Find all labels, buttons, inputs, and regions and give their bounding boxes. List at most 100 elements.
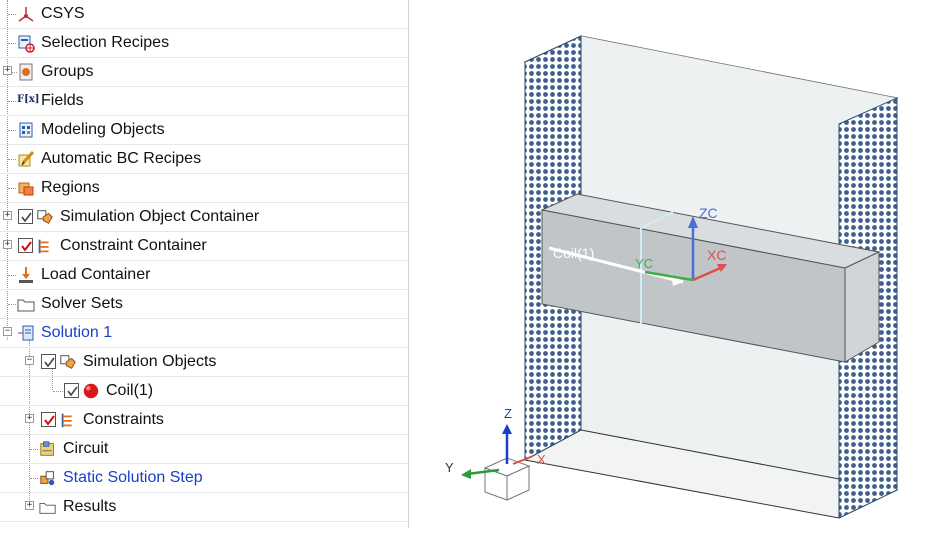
tree-item-groups[interactable]: + Groups <box>0 58 408 87</box>
yc-label: YC <box>635 256 653 271</box>
tree-connector <box>12 72 17 73</box>
tree-item-label: CSYS <box>41 5 85 22</box>
tree-item-label: Coil(1) <box>106 382 154 399</box>
coil-label: Coil(1) <box>553 245 594 261</box>
tree-item-label: Solution 1 <box>41 324 113 341</box>
tree-connector <box>8 188 16 189</box>
tree-item-label: Constraint Container <box>60 237 207 254</box>
tree-item-selection-recipes[interactable]: Selection Recipes <box>0 29 408 58</box>
simulation-object-icon <box>37 210 53 224</box>
tree-item-label: Regions <box>41 179 100 196</box>
csys-icon <box>18 7 34 22</box>
z-arrow-head <box>502 424 512 434</box>
tree-item-label: Simulation Objects <box>83 353 217 370</box>
tree-connector <box>8 43 16 44</box>
tree-item-solver-sets[interactable]: Solver Sets <box>0 290 408 319</box>
regions-icon <box>18 182 34 196</box>
collapse-minus-icon[interactable]: − <box>25 355 34 365</box>
zc-arrow-head <box>688 216 698 228</box>
tree-item-load-container[interactable]: Load Container <box>0 261 408 290</box>
modeling-objects-icon <box>19 122 33 138</box>
collapse-minus-icon[interactable]: − <box>3 326 12 336</box>
tree-guide-line <box>29 340 30 508</box>
tree-item-modeling-objects[interactable]: Modeling Objects <box>0 116 408 145</box>
expand-plus-icon[interactable]: + <box>3 210 12 220</box>
tree-item-label: Groups <box>41 63 94 80</box>
coil-bar-end <box>844 251 880 363</box>
folder-icon <box>17 299 35 312</box>
tree-guide-line <box>7 0 8 340</box>
solution-icon <box>18 325 34 341</box>
tree-item-label: Selection Recipes <box>41 34 170 51</box>
simulation-object-icon <box>60 355 76 369</box>
yc-axis <box>644 270 694 282</box>
circuit-icon <box>40 441 54 456</box>
visibility-checkbox[interactable] <box>41 354 56 369</box>
tree-item-solution-1[interactable]: − Solution 1 <box>0 319 408 348</box>
bc-recipe-pencil-icon <box>18 150 35 167</box>
z-label: Z <box>504 406 512 421</box>
tree-item-label: Static Solution Step <box>63 469 203 486</box>
tree-item-constraints[interactable]: + Constraints <box>0 406 408 435</box>
x-label: X <box>537 452 546 467</box>
coil-red-sphere-icon <box>83 383 99 399</box>
coil-direction-arrow <box>548 246 684 284</box>
tree-item-csys[interactable]: CSYS <box>0 0 408 29</box>
zc-label: ZC <box>699 205 718 221</box>
tree-item-simulation-object-container[interactable]: + Simulation Object Container <box>0 203 408 232</box>
y-label: Y <box>445 460 454 475</box>
solution-step-icon <box>40 471 55 486</box>
tree-connector <box>30 478 38 479</box>
triad-cube-side <box>506 465 530 501</box>
expand-plus-icon[interactable]: + <box>25 500 34 510</box>
tree-item-label: Automatic BC Recipes <box>41 150 202 167</box>
tree-connector <box>30 449 38 450</box>
tree-item-automatic-bc-recipes[interactable]: Automatic BC Recipes <box>0 145 408 174</box>
selection-recipe-icon <box>18 35 35 53</box>
expand-plus-icon[interactable]: + <box>3 65 12 75</box>
tree-connector <box>8 304 16 305</box>
tree-item-label: Results <box>63 498 117 515</box>
xc-arrow-head <box>717 264 727 272</box>
load-arrow-icon <box>19 267 33 283</box>
section-line <box>640 211 674 229</box>
tree-item-circuit[interactable]: Circuit <box>0 435 408 464</box>
tree-item-label: Constraints <box>83 411 164 428</box>
tree-connector <box>8 275 16 276</box>
tree-item-results[interactable]: + Results <box>0 493 408 522</box>
tree-item-fields[interactable]: F[x] Fields <box>0 87 408 116</box>
y-axis <box>466 468 500 476</box>
tree-connector <box>8 14 16 15</box>
tree-item-simulation-objects[interactable]: − Simulation Objects <box>0 348 408 377</box>
x-axis <box>512 455 534 465</box>
expand-plus-icon[interactable]: + <box>25 413 34 423</box>
folder-icon <box>39 502 56 514</box>
tree-item-label: Simulation Object Container <box>60 208 260 225</box>
xc-label: XC <box>707 247 726 263</box>
constraint-icon <box>38 239 49 254</box>
visibility-checkbox[interactable] <box>41 412 56 427</box>
tree-item-label: Solver Sets <box>41 295 123 312</box>
tree-guide-line <box>52 368 53 390</box>
tree-item-label: Circuit <box>63 440 109 457</box>
expand-plus-icon[interactable]: + <box>3 239 12 249</box>
tree-connector <box>8 159 16 160</box>
tree-item-constraint-container[interactable]: + Constraint Container <box>0 232 408 261</box>
visibility-checkbox[interactable] <box>18 209 33 224</box>
tree-item-label: Modeling Objects <box>41 121 165 138</box>
tree-item-static-solution-step[interactable]: Static Solution Step <box>0 464 408 493</box>
visibility-checkbox[interactable] <box>64 383 79 398</box>
model-view[interactable]: Coil(1) ZC XC YC Z Y X <box>409 0 945 528</box>
tree-connector <box>8 101 16 102</box>
tree-item-coil-1[interactable]: Coil(1) <box>0 377 408 406</box>
tree-connector <box>8 130 16 131</box>
simulation-navigator-tree: CSYS Selection Recipes + Groups F[x] Fie… <box>0 0 409 528</box>
graphics-viewport[interactable]: Coil(1) ZC XC YC Z Y X <box>409 0 945 528</box>
visibility-checkbox[interactable] <box>18 238 33 253</box>
tree-item-label: Load Container <box>41 266 151 283</box>
y-arrow-head <box>461 469 471 479</box>
tree-connector <box>53 391 63 392</box>
tree-item-regions[interactable]: Regions <box>0 174 408 203</box>
groups-icon <box>19 63 33 81</box>
constraint-icon <box>61 413 72 428</box>
